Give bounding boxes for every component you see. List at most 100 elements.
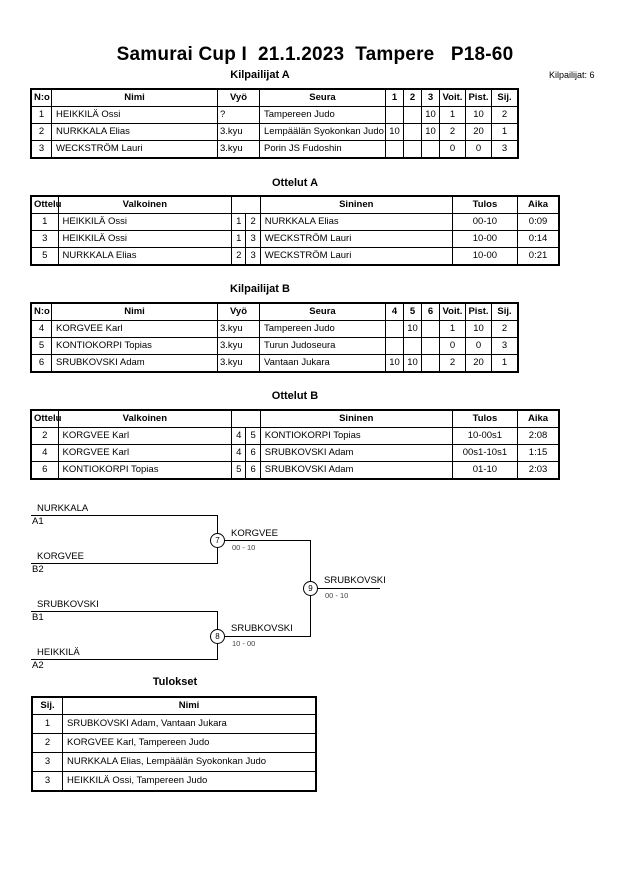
bracket-line bbox=[310, 588, 380, 589]
col-header: Sij. bbox=[491, 89, 518, 107]
match-number: 1 bbox=[31, 213, 59, 231]
round-score bbox=[421, 320, 440, 338]
competitor-name: SRUBKOVSKI Adam bbox=[51, 354, 218, 372]
bracket-competitor: SRUBKOVSKI bbox=[37, 599, 99, 610]
table-row: 3 HEIKKILÄ Ossi 1 3 WECKSTRÖM Lauri 10-0… bbox=[31, 230, 559, 248]
wins: 1 bbox=[439, 320, 466, 338]
white-number: 2 bbox=[231, 247, 247, 265]
bracket-slot: A1 bbox=[32, 516, 44, 527]
bracket-line bbox=[31, 659, 218, 660]
page-title: Samurai Cup I 21.1.2023 Tampere P18-60 bbox=[116, 44, 514, 65]
match-time: 2:03 bbox=[517, 461, 559, 479]
table-row: 5 NURKKALA Elias 2 3 WECKSTRÖM Lauri 10-… bbox=[31, 247, 559, 265]
col-header: Sininen bbox=[259, 196, 453, 214]
placing: 2 bbox=[491, 320, 518, 338]
match-number-badge: 7 bbox=[210, 533, 225, 548]
match-time: 0:21 bbox=[517, 247, 559, 265]
round-score bbox=[421, 354, 440, 372]
table-row: 2 KORGVEE Karl 4 5 KONTIOKORPI Topias 10… bbox=[31, 427, 559, 445]
points: 10 bbox=[465, 320, 492, 338]
competitor-number: 2 bbox=[31, 123, 52, 141]
wins: 2 bbox=[439, 123, 466, 141]
match-number: 3 bbox=[31, 230, 59, 248]
col-header: Sij. bbox=[32, 697, 63, 715]
matches-a-table: Ottelu Valkoinen Sininen Tulos Aika 1 HE… bbox=[30, 195, 560, 266]
blue-number: 5 bbox=[245, 427, 261, 445]
bracket-champion: SRUBKOVSKI bbox=[324, 575, 386, 586]
col-header: Valkoinen bbox=[57, 410, 233, 428]
blue-competitor: SRUBKOVSKI Adam bbox=[259, 461, 453, 479]
competitor-belt: 3.kyu bbox=[217, 320, 260, 338]
table-header-row: Ottelu Valkoinen Sininen Tulos Aika bbox=[31, 196, 559, 214]
matches-b-table: Ottelu Valkoinen Sininen Tulos Aika 2 KO… bbox=[30, 409, 560, 480]
bracket-score: 00 - 10 bbox=[232, 543, 256, 552]
match-number: 6 bbox=[31, 461, 59, 479]
blue-competitor: WECKSTRÖM Lauri bbox=[259, 230, 453, 248]
points: 10 bbox=[465, 106, 492, 124]
table-row: 2 KORGVEE Karl, Tampereen Judo bbox=[32, 733, 316, 753]
points: 0 bbox=[465, 337, 492, 355]
match-number: 2 bbox=[31, 427, 59, 445]
competitor-number: 4 bbox=[31, 320, 52, 338]
white-number: 1 bbox=[231, 230, 247, 248]
table-row: 3 WECKSTRÖM Lauri 3.kyu Porin JS Fudoshi… bbox=[31, 140, 518, 158]
competitor-belt: 3.kyu bbox=[217, 354, 260, 372]
white-competitor: KORGVEE Karl bbox=[57, 444, 233, 462]
white-competitor: KONTIOKORPI Topias bbox=[57, 461, 233, 479]
competitor-name: HEIKKILÄ Ossi bbox=[51, 106, 218, 124]
col-header: Sininen bbox=[259, 410, 453, 428]
placing: 3 bbox=[491, 140, 518, 158]
blue-number: 3 bbox=[245, 247, 261, 265]
round-score bbox=[403, 140, 422, 158]
round-score bbox=[403, 337, 422, 355]
table-row: 1 SRUBKOVSKI Adam, Vantaan Jukara bbox=[32, 714, 316, 734]
competitor-belt: 3.kyu bbox=[217, 140, 260, 158]
table-header-row: N:o Nimi Vyö Seura 4 5 6 Voit. Pist. Sij… bbox=[31, 303, 518, 321]
competitor-belt: ? bbox=[217, 106, 260, 124]
round-score bbox=[385, 337, 404, 355]
bracket-line bbox=[31, 563, 218, 564]
white-competitor: KORGVEE Karl bbox=[57, 427, 233, 445]
round-score: 10 bbox=[403, 320, 422, 338]
bracket-line bbox=[31, 515, 218, 516]
results-table: Sij. Nimi 1 SRUBKOVSKI Adam, Vantaan Juk… bbox=[31, 696, 317, 792]
table-row: 3 HEIKKILÄ Ossi, Tampereen Judo bbox=[32, 771, 316, 791]
result-name: SRUBKOVSKI Adam, Vantaan Jukara bbox=[62, 714, 316, 734]
blue-number: 3 bbox=[245, 230, 261, 248]
blue-number: 6 bbox=[245, 461, 261, 479]
wins: 2 bbox=[439, 354, 466, 372]
wins: 0 bbox=[439, 337, 466, 355]
match-time: 2:08 bbox=[517, 427, 559, 445]
wins: 0 bbox=[439, 140, 466, 158]
competitor-number: 1 bbox=[31, 106, 52, 124]
round-score bbox=[421, 140, 440, 158]
table-header-row: N:o Nimi Vyö Seura 1 2 3 Voit. Pist. Sij… bbox=[31, 89, 518, 107]
col-header: Vyö bbox=[217, 89, 260, 107]
competitor-name: NURKKALA Elias bbox=[51, 123, 218, 141]
placing: 1 bbox=[491, 123, 518, 141]
bracket-line bbox=[217, 636, 311, 637]
table-header-row: Ottelu Valkoinen Sininen Tulos Aika bbox=[31, 410, 559, 428]
table-row: 1 HEIKKILÄ Ossi 1 2 NURKKALA Elias 00-10… bbox=[31, 213, 559, 231]
competitor-club: Tampereen Judo bbox=[259, 106, 386, 124]
match-time: 0:14 bbox=[517, 230, 559, 248]
col-header: Vyö bbox=[217, 303, 260, 321]
table-row: 4 KORGVEE Karl 4 6 SRUBKOVSKI Adam 00s1-… bbox=[31, 444, 559, 462]
result-name: NURKKALA Elias, Lempäälän Syokonkan Judo bbox=[62, 752, 316, 772]
round-score bbox=[385, 106, 404, 124]
match-time: 0:09 bbox=[517, 213, 559, 231]
col-header: Ottelu bbox=[31, 410, 61, 428]
pool-a-heading: Kilpailijat A bbox=[230, 69, 290, 81]
round-score: 10 bbox=[385, 354, 404, 372]
col-header: 4 bbox=[385, 303, 404, 321]
results-heading: Tulokset bbox=[152, 676, 198, 688]
white-number: 4 bbox=[231, 444, 247, 462]
result-place: 3 bbox=[32, 752, 63, 772]
matches-a-heading: Ottelut A bbox=[271, 177, 319, 189]
col-header: 5 bbox=[403, 303, 422, 321]
bracket-slot: B2 bbox=[32, 564, 44, 575]
competitor-club: Turun Judoseura bbox=[259, 337, 386, 355]
white-number: 1 bbox=[231, 213, 247, 231]
col-header: Voit. bbox=[439, 303, 466, 321]
table-row: 6 SRUBKOVSKI Adam 3.kyu Vantaan Jukara 1… bbox=[31, 354, 518, 372]
